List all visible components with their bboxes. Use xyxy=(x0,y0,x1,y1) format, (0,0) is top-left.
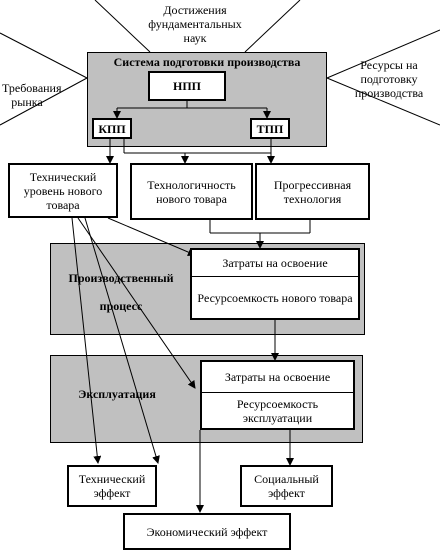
production-process-label: Производственный процесс xyxy=(68,271,174,313)
market-factor-label: Требования рынка xyxy=(2,81,62,109)
tech-level-box: Технический уровень нового товара xyxy=(8,163,118,218)
technologicity-box: Технологичность нового товара xyxy=(130,163,253,220)
production-costs: Затраты на освоение xyxy=(192,250,358,277)
npp-box: НПП xyxy=(148,71,226,101)
exploitation-resource: Ресурсоемкость эксплуатации xyxy=(236,396,319,425)
science-line-right xyxy=(244,0,301,53)
science-line-left xyxy=(94,0,151,53)
resources-line-bottom xyxy=(326,77,440,126)
science-factor-label: Достижения фундаментальных наук xyxy=(148,3,242,45)
market-line-top xyxy=(0,32,88,79)
production-resource: Ресурсоемкость нового товара xyxy=(197,290,353,305)
exploitation-costs: Затраты на освоение xyxy=(202,362,353,393)
system-title: Система подготовки производства xyxy=(113,55,301,69)
exploitation-label: Эксплуатация xyxy=(78,387,156,401)
resources-factor-label: Ресурсы на подготовку производства xyxy=(354,58,424,100)
production-box: Затраты на освоение Ресурсоемкость новог… xyxy=(190,248,360,320)
kpp-box: КПП xyxy=(92,118,132,139)
economic-effect-box: Экономический эффект xyxy=(123,513,291,550)
technical-effect-box: Технический эффект xyxy=(67,465,157,507)
tpp-box: ТПП xyxy=(250,118,290,139)
exploitation-box: Затраты на освоение Ресурсоемкость экспл… xyxy=(200,360,355,430)
market-line-bottom xyxy=(0,77,88,126)
social-effect-box: Социальный эффект xyxy=(240,465,333,507)
resources-line-top xyxy=(326,29,440,79)
progressive-tech-box: Прогрессивная технология xyxy=(255,163,370,220)
